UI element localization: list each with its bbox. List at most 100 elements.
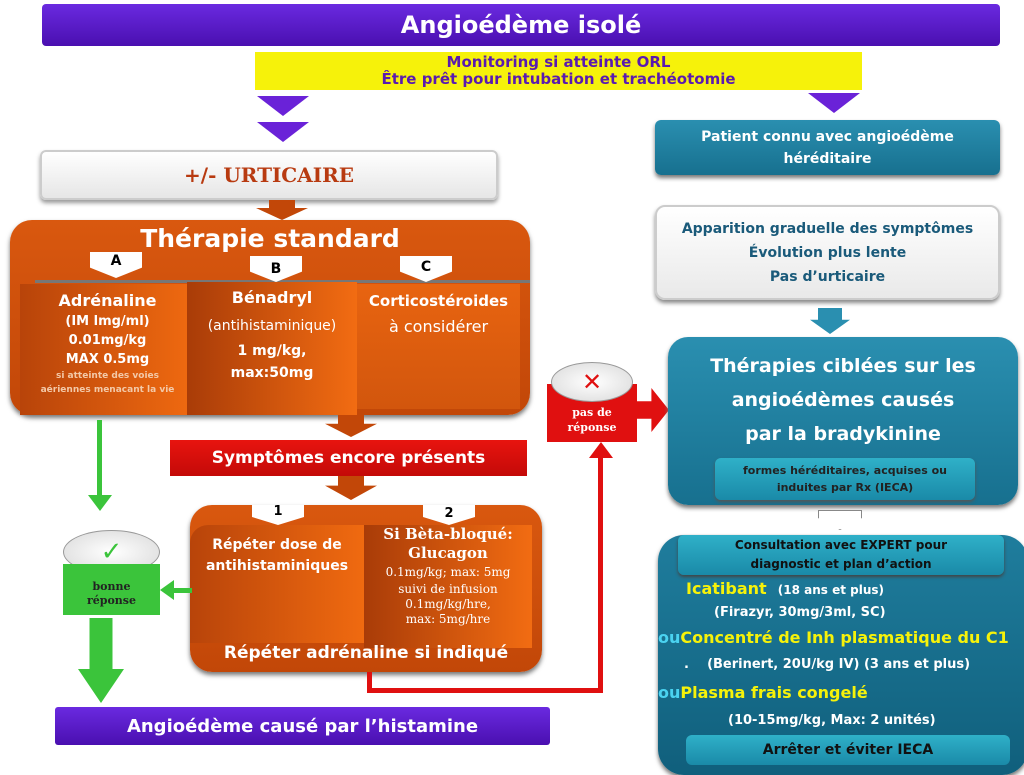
adrenaline-note: aériennes menacant la vie — [40, 385, 175, 395]
tab-c: C — [400, 256, 452, 282]
benadryl-line: (antihistaminique) — [207, 318, 337, 334]
arrow-down-icon — [88, 495, 112, 511]
apparition-line: Évolution plus lente — [748, 244, 907, 261]
bonne-reponse-badge: ✓ bonne réponse — [63, 530, 160, 615]
tab-a: A — [90, 252, 142, 278]
patient-connu-box: Patient connu avec angioédème héréditair… — [655, 120, 1000, 175]
arrow-down-icon — [78, 618, 124, 703]
therapie-standard-box: Thérapie standard Adrénaline (IM lmg/ml)… — [10, 220, 530, 415]
icatibant-name: Icatibant — [686, 579, 767, 598]
adrenaline-name: Adrénaline — [58, 291, 157, 310]
glucagon-title: Glucagon — [408, 544, 488, 562]
therapies-line: angioédèmes causés — [731, 389, 955, 411]
pas-line: pas de — [572, 406, 612, 419]
repeat-adrenaline-text: Répéter adrénaline si indiqué — [223, 643, 509, 663]
therapies-line: Thérapies ciblées sur les — [710, 355, 976, 377]
consult-line: Consultation avec EXPERT pour — [734, 538, 948, 552]
arrow-down-icon — [325, 476, 377, 500]
adrenaline-line: MAX 0.5mg — [65, 352, 150, 367]
arrow-left-icon — [160, 580, 174, 600]
tab-2: 2 — [423, 505, 475, 525]
patient-line: Patient connu avec angioédème — [701, 128, 954, 145]
arrow-line — [367, 672, 372, 692]
arreter-box: Arrêter et éviter IECA — [686, 735, 1010, 765]
icatibant-row: Icatibant (18 ans et plus) — [686, 579, 884, 598]
corticosteroides-line: à considérer — [388, 317, 489, 336]
monitoring-line2: Être prêt pour intubation et trachéotomi… — [381, 70, 736, 88]
arrow-down-icon — [810, 308, 850, 334]
plasma-name: Plasma frais congelé — [680, 683, 868, 702]
x-icon: ✕ — [551, 362, 633, 402]
bonne-line: bonne — [92, 579, 131, 593]
bullet: . — [684, 657, 689, 672]
apparition-box: Apparition graduelle des symptômes Évolu… — [655, 205, 1000, 300]
consult-box: Consultation avec EXPERT pour diagnostic… — [678, 535, 1004, 575]
arrow-line — [97, 420, 102, 500]
repeat-line: antihistaminiques — [205, 558, 349, 574]
therapie-title: Thérapie standard — [140, 224, 400, 253]
arreter-text: Arrêter et éviter IECA — [762, 742, 934, 758]
therapies-sub: induites par Rx (IECA) — [776, 481, 914, 494]
urticaire-box: +/- URTICAIRE — [40, 150, 498, 200]
benadryl-line: max:50mg — [230, 365, 314, 381]
ou-label: ou — [658, 683, 681, 702]
glucagon-column: Si Bèta-bloqué: Glucagon 0.1mg/kg; max: … — [364, 525, 532, 648]
adrenaline-line: (IM lmg/ml) — [65, 314, 150, 329]
monitoring-line1: Monitoring si atteinte ORL — [446, 53, 671, 71]
histamine-text: Angioédème causé par l’histamine — [126, 715, 479, 737]
divider — [35, 280, 530, 283]
arrow-down-icon — [257, 96, 309, 116]
arrow-line — [172, 588, 192, 593]
repeat-line: Répéter dose de — [212, 537, 342, 553]
bonne-line: réponse — [86, 593, 136, 607]
treatment-box: Consultation avec EXPERT pour diagnostic… — [658, 535, 1024, 775]
arrow-line — [367, 688, 603, 693]
apparition-line: Apparition graduelle des symptômes — [681, 220, 974, 237]
therapies-sub: formes héréditaires, acquises ou — [743, 464, 947, 477]
arrow-down-icon — [818, 510, 862, 530]
apparition-line: Pas d’urticaire — [769, 268, 886, 285]
adrenaline-note: si atteinte des voies — [55, 371, 160, 381]
repeat-antihistamine-column: Répéter dose de antihistaminiques — [190, 525, 364, 643]
corticosteroides-name: Corticostéroides — [368, 292, 509, 310]
therapies-subbox: formes héréditaires, acquises ou induite… — [715, 458, 975, 500]
arrow-up-icon — [589, 442, 613, 458]
glucagon-line: 0.1mg/kg/hre, — [405, 597, 491, 611]
pas-line: réponse — [567, 421, 617, 434]
arrow-down-icon — [257, 122, 309, 142]
pas-de-reponse-badge: pas de réponse ✕ — [547, 362, 637, 442]
title-text: Angioédème isolé — [400, 11, 642, 39]
plasma-detail: (10-15mg/kg, Max: 2 unités) — [728, 713, 936, 728]
second-line-box: Répéter dose de antihistaminiques Si Bèt… — [190, 505, 542, 672]
therapies-line: par la bradykinine — [745, 423, 941, 445]
glucagon-title: Si Bèta-bloqué: — [383, 525, 513, 543]
symptomes-box: Symptômes encore présents — [170, 440, 527, 476]
adrenaline-line: 0.01mg/kg — [68, 333, 147, 348]
benadryl-column: Bénadryl (antihistaminique) 1 mg/kg, max… — [187, 282, 357, 415]
tab-b: B — [250, 256, 302, 282]
concentre-detail: (Berinert, 20U/kg IV) (3 ans et plus) — [707, 657, 971, 672]
arrow-line — [598, 455, 603, 693]
monitoring-box: Monitoring si atteinte ORL Être prêt pou… — [255, 52, 862, 90]
arrow-down-icon — [808, 93, 860, 113]
concentre-name: Concentré de Inh plasmatique du C1 — [680, 628, 1009, 647]
corticosteroides-column: Corticostéroides à considérer — [357, 284, 520, 409]
histamine-box: Angioédème causé par l’histamine — [55, 707, 550, 745]
adrenaline-column: Adrénaline (IM lmg/ml) 0.01mg/kg MAX 0.5… — [20, 284, 195, 415]
benadryl-line: 1 mg/kg, — [237, 343, 307, 359]
glucagon-line: max: 5mg/hre — [405, 612, 491, 626]
consult-line: diagnostic et plan d’action — [750, 557, 932, 571]
arrow-down-icon — [256, 200, 308, 220]
arrow-right-icon — [637, 388, 669, 432]
urticaire-text: +/- URTICAIRE — [184, 163, 354, 187]
concentre-row: ouConcentré de Inh plasmatique du C1 — [658, 628, 1009, 647]
patient-line: héréditaire — [783, 150, 872, 167]
glucagon-line: suivi de infusion — [398, 582, 498, 596]
plasma-row: ouPlasma frais congelé — [658, 683, 868, 702]
icatibant-detail: (Firazyr, 30mg/3ml, SC) — [714, 605, 886, 620]
ou-label: ou — [658, 628, 681, 647]
therapies-title: Thérapies ciblées sur les angioédèmes ca… — [668, 349, 1018, 451]
title-banner: Angioédème isolé — [42, 4, 1000, 46]
benadryl-name: Bénadryl — [231, 288, 313, 307]
bonne-reponse-label: bonne réponse — [63, 564, 160, 615]
